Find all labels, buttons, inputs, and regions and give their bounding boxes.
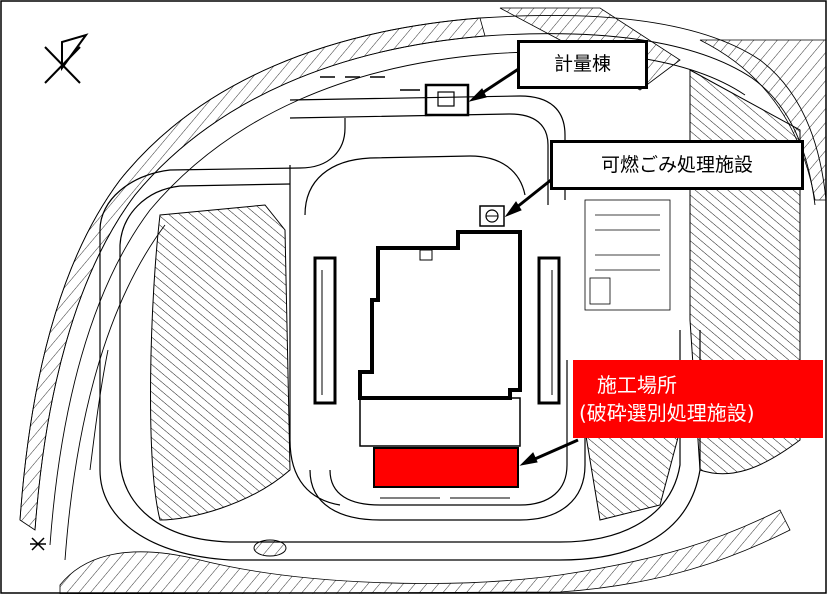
construction-site-label: 施工場所 (破砕選別処理施設) [573,360,823,438]
combustible-waste-facility [358,205,522,400]
combustible-facility-label-text: 可燃ごみ処理施設 [600,153,753,176]
facility-annex [359,397,521,447]
leader-arrows [468,66,579,466]
north-arrow-icon [44,33,89,84]
combustible-facility-label: 可燃ごみ処理施設 [550,140,804,190]
access-road [99,95,701,561]
weighing-building-label-text: 計量棟 [553,53,611,75]
side-buildings [313,256,561,405]
road-markings [320,76,420,91]
weighing-building [424,83,470,117]
construction-site-label-line2: (破砕選別処理施設) [579,401,755,425]
construction-site-area [373,447,519,488]
benchmark-icon [30,537,46,551]
parking-stalls [584,199,671,311]
pond-feature [253,539,287,557]
construction-site-label-line1: 施工場所 [597,373,677,397]
weighing-building-label: 計量棟 [517,40,648,89]
